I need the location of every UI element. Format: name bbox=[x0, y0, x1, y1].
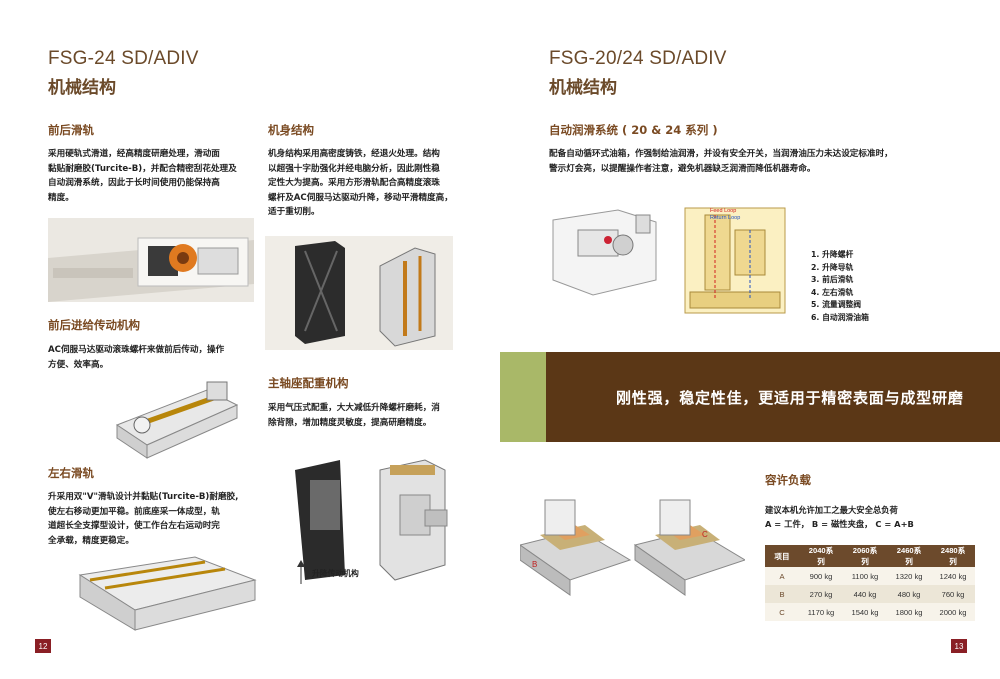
table-cell: 480 kg bbox=[887, 585, 931, 603]
table-cell: A bbox=[765, 567, 799, 585]
section-text-left-right-slide: 升采用双"V"滑轨设计并黏贴(Turcite-B)耐磨胶, 使左右移动更加平稳。… bbox=[48, 492, 239, 546]
column-casting-image bbox=[265, 236, 453, 350]
lubrication-legend: 1. 升降螺杆 2. 升降导轨 3. 前后滑轨 4. 左右滑轨 5. 流量调整阀… bbox=[811, 250, 869, 322]
slide-photo bbox=[48, 218, 254, 302]
section-title-feed-drive: 前后进给传动机构 bbox=[48, 318, 140, 332]
lubrication-diagram bbox=[675, 200, 795, 318]
table-cell: 1800 kg bbox=[887, 603, 931, 621]
table-cell: 1100 kg bbox=[843, 567, 887, 585]
section-text-lubrication: 配备自动循环式油箱，作强制给油润滑，并设有安全开关，当润滑油压力未达设定标准时，… bbox=[549, 149, 893, 174]
section-title-counterweight: 主轴座配重机构 bbox=[268, 376, 349, 390]
table-row: B 270 kg 440 kg 480 kg 760 kg bbox=[765, 585, 975, 603]
section-text-allowable-load: 建议本机允许加工之最大安全总负荷 A = 工件， B = 磁性夹盘， C = A… bbox=[765, 505, 914, 529]
table-cell: 270 kg bbox=[799, 585, 843, 603]
section-text-body-structure: 机身结构采用高密度铸铁，经退火处理。结构 以超强十字肋强化并经电脑分析，因此刚性… bbox=[268, 149, 453, 217]
load-diagram: B C bbox=[518, 485, 747, 605]
feature-banner: 刚性强，稳定性佳，更适用于精密表面与成型研磨 bbox=[546, 352, 1000, 442]
table-cell: 760 kg bbox=[931, 585, 975, 603]
oil-tank-image bbox=[548, 200, 660, 300]
section-title-allowable-load: 容许负载 bbox=[765, 473, 811, 487]
page-number-left: 12 bbox=[35, 639, 51, 653]
counterweight-image bbox=[285, 445, 455, 585]
return-loop-label: Return Loop bbox=[710, 215, 741, 221]
feed-drive-image bbox=[112, 370, 242, 460]
table-header-cell: 2480系列 bbox=[931, 545, 975, 567]
table-cell: 900 kg bbox=[799, 567, 843, 585]
arrow-up-icon bbox=[296, 560, 306, 584]
table-cell: 440 kg bbox=[843, 585, 887, 603]
section-title-lubrication: 自动润滑系统 ( 20 & 24 系列 ) bbox=[549, 123, 718, 137]
table-cell: 1320 kg bbox=[887, 567, 931, 585]
banner-accent bbox=[500, 352, 546, 442]
table-header-cell: 2040系列 bbox=[799, 545, 843, 567]
right-title-cn: 机械结构 bbox=[549, 78, 617, 98]
table-cell: B bbox=[765, 585, 799, 603]
section-title-body-structure: 机身结构 bbox=[268, 123, 314, 137]
table-header-cell: 2060系列 bbox=[843, 545, 887, 567]
table-header-cell: 项目 bbox=[765, 545, 799, 567]
table-header-cell: 2460系列 bbox=[887, 545, 931, 567]
section-text-front-rear-slide: 采用硬轨式滑道，经高精度研磨处理，滑动面 黏贴耐磨胶(Turcite-B)，并配… bbox=[48, 149, 237, 203]
svg-text:C: C bbox=[702, 530, 708, 539]
right-title-en: FSG-20/24 SD/ADIV bbox=[549, 48, 727, 69]
table-cell: 1240 kg bbox=[931, 567, 975, 585]
table-cell: 2000 kg bbox=[931, 603, 975, 621]
load-table: 项目 2040系列 2060系列 2460系列 2480系列 A 900 kg … bbox=[765, 545, 975, 621]
caption-lift-drive: 升降传动机构 bbox=[312, 569, 359, 578]
svg-text:B: B bbox=[532, 560, 537, 569]
feed-loop-label: Feed Loop bbox=[710, 208, 737, 214]
base-image bbox=[75, 555, 260, 640]
section-title-left-right-slide: 左右滑轨 bbox=[48, 466, 94, 480]
page-number-right: 13 bbox=[951, 639, 967, 653]
section-text-counterweight: 采用气压式配重，大大减低升降螺杆磨耗，消 除背隙，增加精度灵敏度，提高研磨精度。 bbox=[268, 403, 440, 428]
table-row: C 1170 kg 1540 kg 1800 kg 2000 kg bbox=[765, 603, 975, 621]
left-title-cn: 机械结构 bbox=[48, 78, 116, 98]
left-title-en: FSG-24 SD/ADIV bbox=[48, 48, 199, 69]
section-title-front-rear-slide: 前后滑轨 bbox=[48, 123, 94, 137]
table-cell: C bbox=[765, 603, 799, 621]
table-row: A 900 kg 1100 kg 1320 kg 1240 kg bbox=[765, 567, 975, 585]
section-text-feed-drive: AC伺服马达驱动滚珠螺杆来做前后传动，操作 方便、效率高。 bbox=[48, 345, 225, 370]
table-cell: 1540 kg bbox=[843, 603, 887, 621]
table-cell: 1170 kg bbox=[799, 603, 843, 621]
table-header-row: 项目 2040系列 2060系列 2460系列 2480系列 bbox=[765, 545, 975, 567]
